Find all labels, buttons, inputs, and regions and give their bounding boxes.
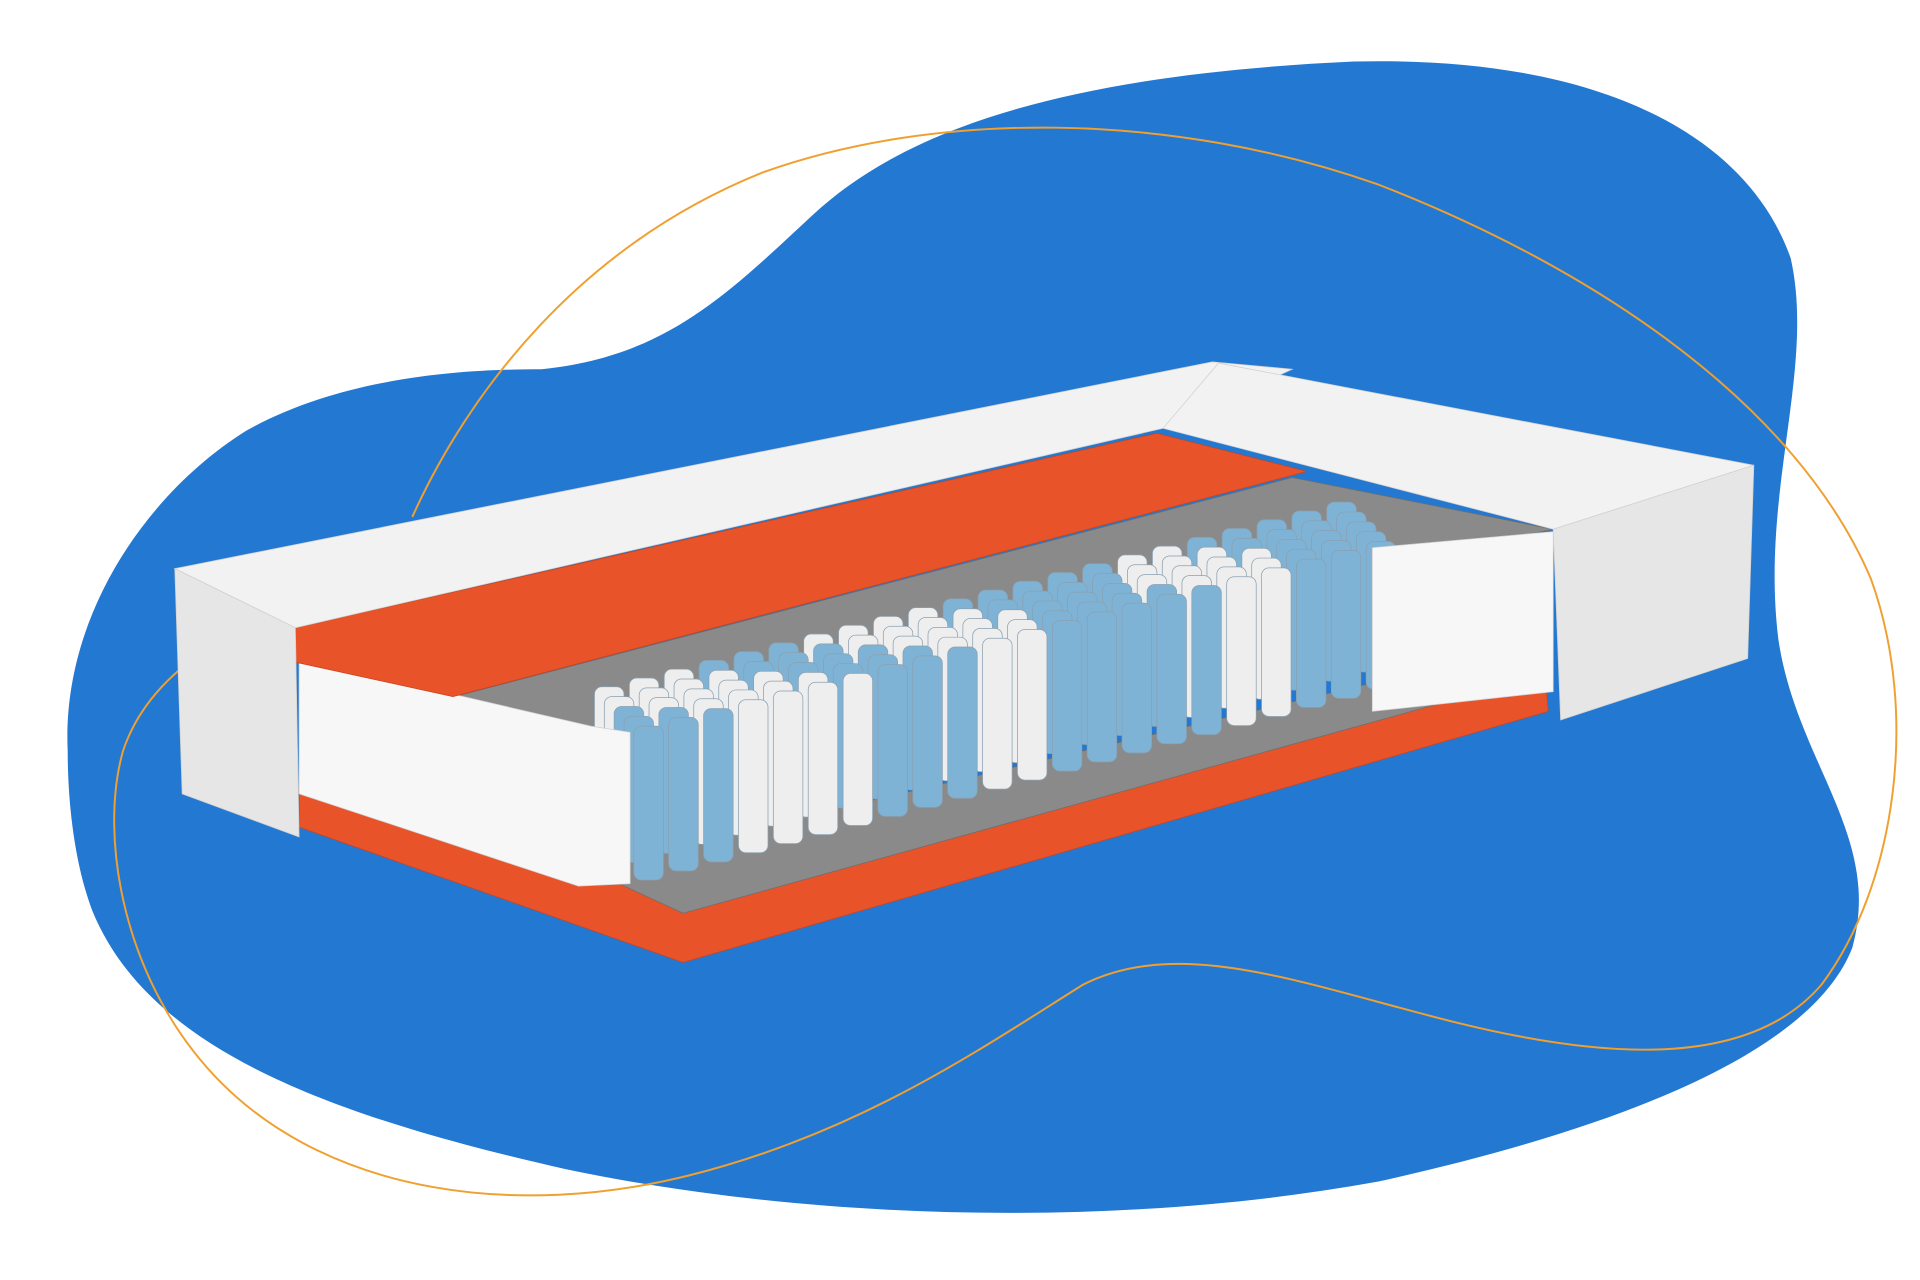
spring-pocket xyxy=(633,725,664,881)
spring-pocket xyxy=(1191,585,1222,736)
spring-pocket xyxy=(1261,567,1292,717)
right-cover-end xyxy=(1552,464,1755,721)
right-foam-block xyxy=(1371,531,1554,712)
spring-pocket xyxy=(1330,549,1362,699)
spring-pocket xyxy=(1296,558,1327,708)
spring-pocket xyxy=(807,681,839,835)
spring-pocket xyxy=(1156,593,1187,745)
spring-pocket xyxy=(668,716,699,872)
spring-pocket xyxy=(842,673,873,826)
spring-pocket xyxy=(1051,620,1083,772)
mattress xyxy=(173,361,1755,963)
spring-pocket xyxy=(703,708,734,863)
spring-pocket xyxy=(738,699,769,854)
left-foam-block xyxy=(298,657,631,887)
spring-pocket xyxy=(1086,611,1118,763)
spring-pocket xyxy=(982,637,1013,790)
spring-pocket xyxy=(947,646,978,799)
spring-pocket xyxy=(1017,629,1048,781)
spring-pocket xyxy=(912,655,943,808)
spring-pocket xyxy=(1226,576,1257,726)
orange-outline-curve xyxy=(113,126,1898,1197)
left-cover-end xyxy=(174,568,300,838)
spring-pocket xyxy=(772,690,804,845)
spring-pocket xyxy=(877,664,908,817)
spring-pocket xyxy=(1121,602,1152,754)
